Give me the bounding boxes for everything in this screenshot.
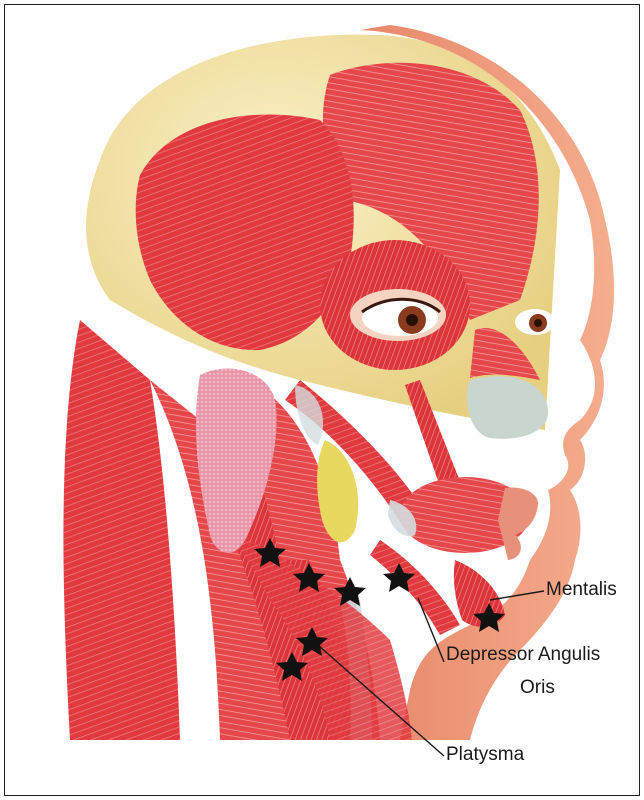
label-depressor-anguli-oris: Depressor Angulis	[446, 645, 600, 666]
lips	[498, 487, 538, 560]
label-platysma: Platysma	[446, 745, 524, 766]
eye-icon-right	[515, 309, 555, 335]
bottom-fade	[30, 748, 230, 778]
trapezius-muscle	[63, 320, 180, 740]
label-mentalis: Mentalis	[546, 580, 617, 601]
label-depressor-anguli-oris-line2: Oris	[520, 678, 555, 699]
depressor-anguli-oris-muscle	[370, 540, 460, 635]
